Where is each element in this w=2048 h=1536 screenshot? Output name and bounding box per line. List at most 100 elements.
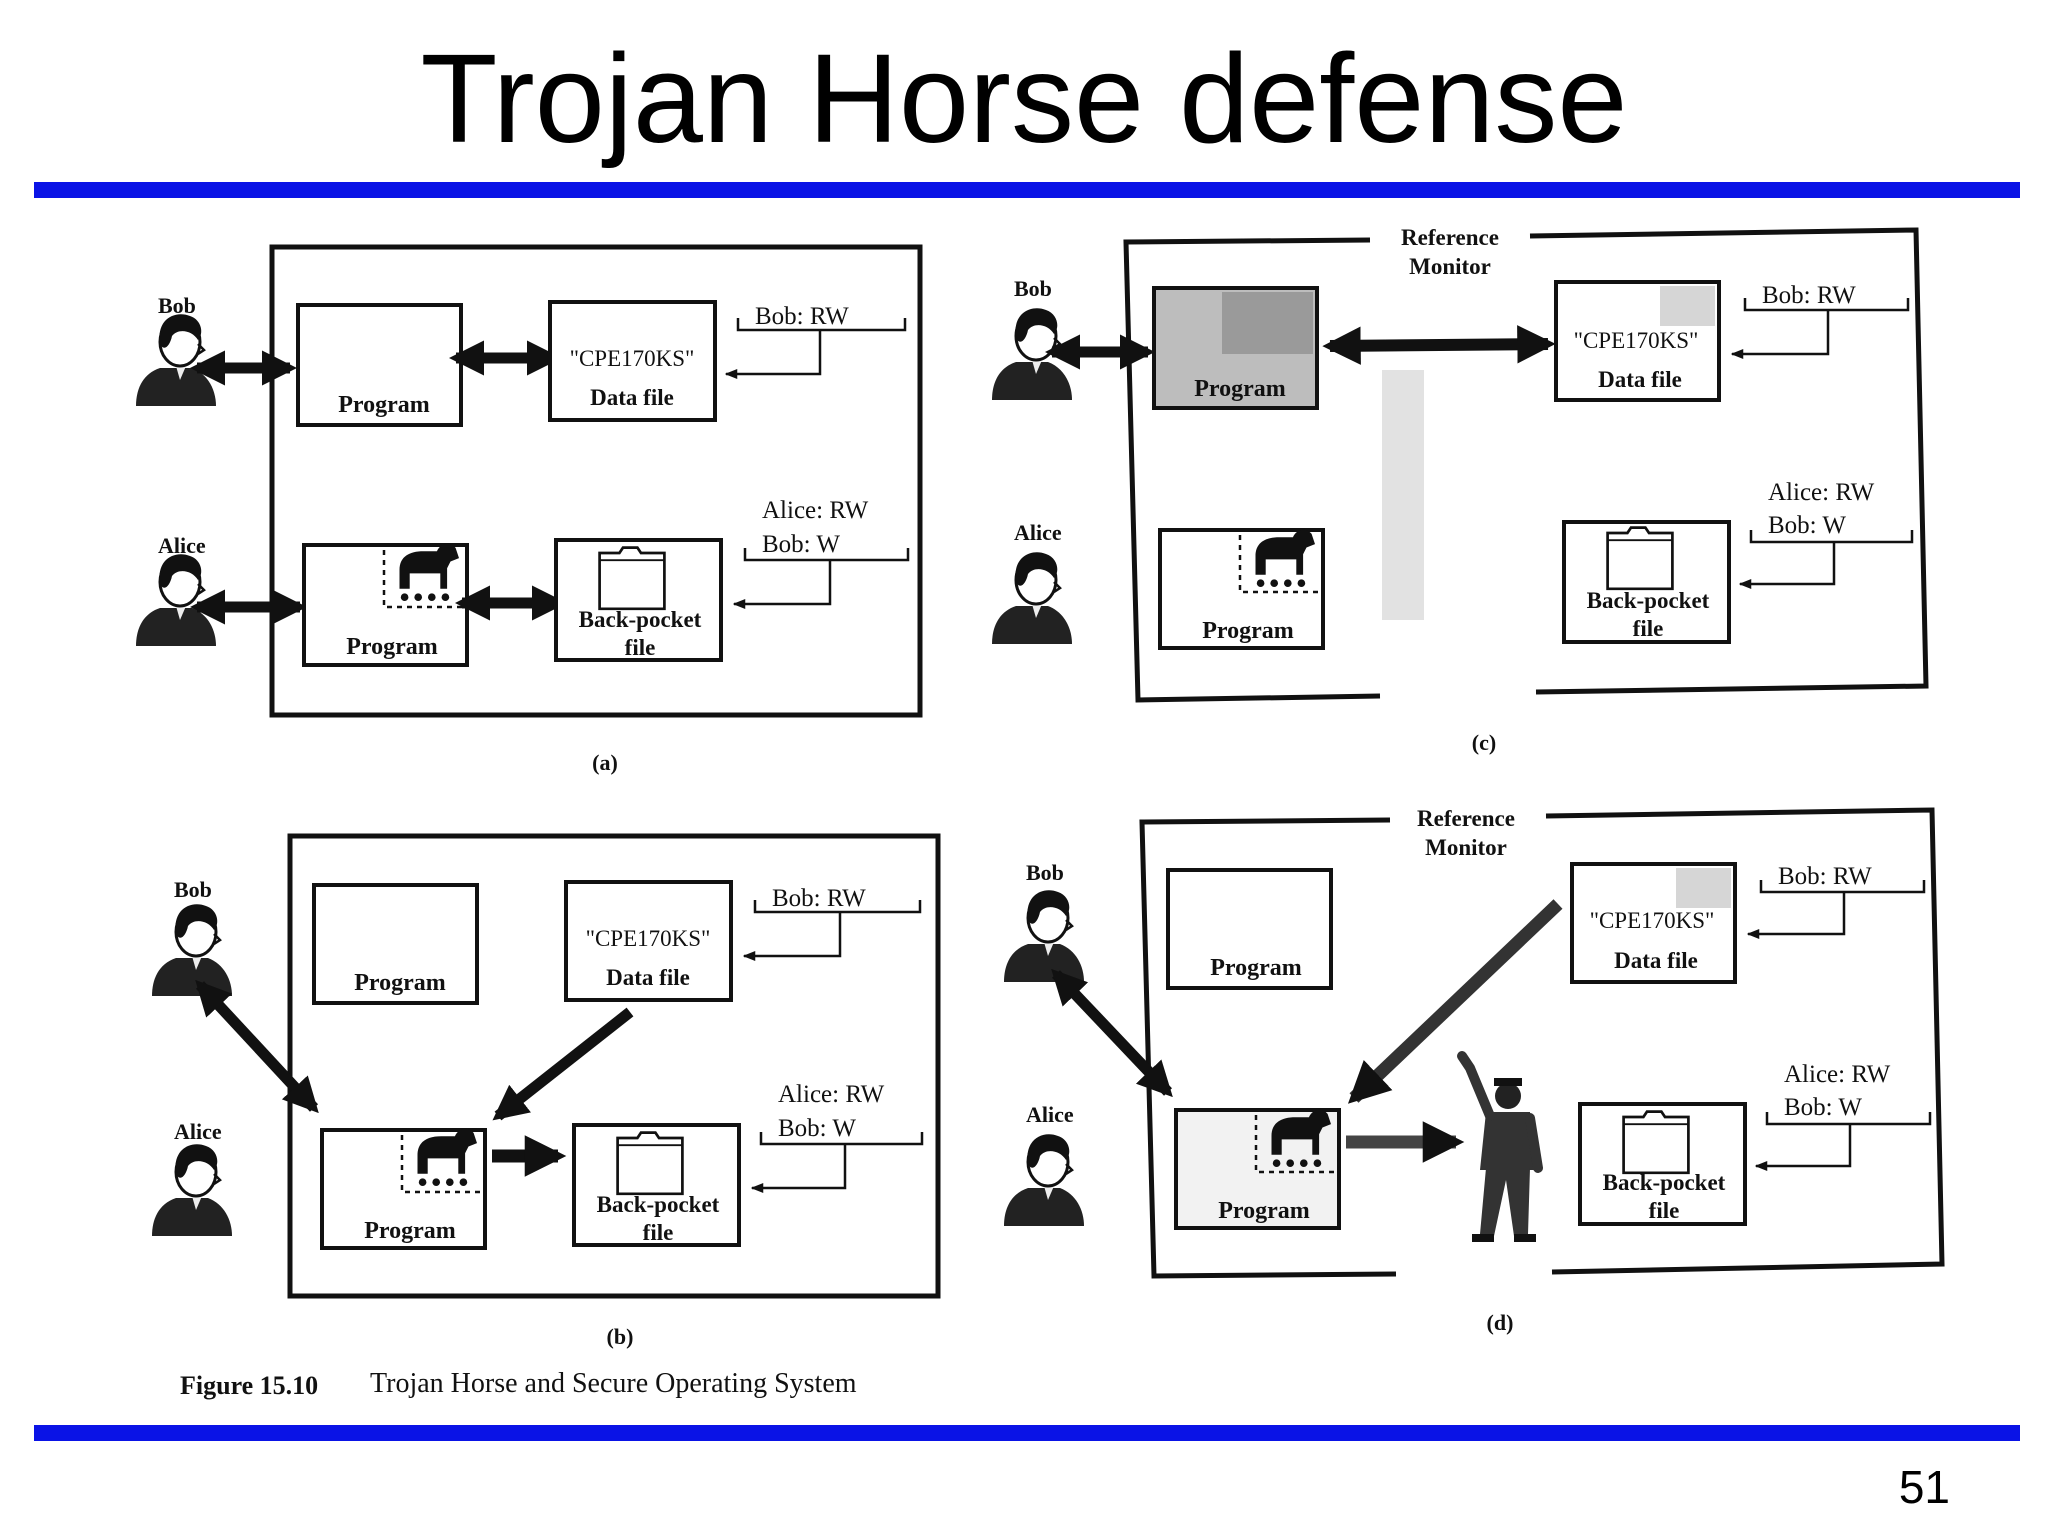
bob-figure: Bob [134,293,218,408]
data-file-box: "CPE170KS" Data file [1570,862,1737,984]
acl-entry: Bob: RW [772,885,866,912]
bob-figure: Bob [150,877,234,998]
panel-label: (d) [1487,1310,1514,1335]
person-icon [990,550,1074,646]
bob-label: Bob [158,293,196,318]
system-boundary [1123,237,1381,703]
person-icon [1002,1132,1086,1228]
data-file-acl: Bob: RW [724,303,907,379]
bottom-rule [34,1425,2020,1441]
back-pocket-acl: Alice: RW Bob: W [750,1081,924,1193]
acl-entry: Bob: RW [1778,863,1872,890]
program-label: Program [1210,955,1302,981]
data-file-name: "CPE170KS" [586,926,711,951]
bob-label: Bob [1026,860,1064,885]
data-file-label: Data file [1598,367,1682,392]
program-box: Program [312,883,479,1005]
acl-entry: Bob: RW [1762,282,1856,309]
acl-entry: Bob: W [1784,1094,1862,1121]
acl-entry: Alice: RW [778,1081,885,1108]
panel-label: (a) [592,750,618,775]
back-pocket-acl: Alice: RW Bob: W [732,497,910,609]
acl-entry: Alice: RW [1768,479,1875,506]
data-file-acl: Bob: RW [742,885,922,961]
back-pocket-label: file [1649,1198,1680,1223]
reference-monitor-label: Monitor [1425,835,1507,860]
program-label: Program [346,634,438,660]
person-icon [134,312,218,408]
acl-entry: Alice: RW [762,497,869,524]
folder-icon [1606,526,1674,591]
person-icon [150,902,234,998]
trojan-program-box: Program [320,1128,487,1250]
reference-monitor-label: Reference [1401,225,1499,250]
program-box: Program [1152,286,1319,410]
folder-icon [598,546,666,611]
slide-title: Trojan Horse defense [420,28,1628,169]
figure-number: Figure 15.10 [180,1371,318,1400]
program-label: Program [364,1218,456,1244]
bob-label: Bob [174,877,212,902]
reference-monitor-label: Monitor [1409,254,1491,279]
alice-program-box: Program [302,543,469,667]
back-pocket-label: file [643,1220,674,1245]
alice-figure: Alice [150,1119,234,1238]
program-label: Program [354,970,446,996]
trojan-program-box: Program [1174,1108,1341,1230]
system-boundary [269,244,923,718]
data-file-name: "CPE170KS" [570,346,695,371]
acl-entry: Bob: RW [755,303,849,330]
bob-program-arrow [1051,968,1173,1098]
person-icon [1002,888,1086,984]
panel-b: Bob Alice Program "CPE170KS" Data file B… [150,833,941,1349]
acl-entry: Bob: W [762,531,840,558]
back-pocket-box: Back-pocket file [1578,1102,1747,1226]
alice-label: Alice [1026,1102,1074,1127]
data-file-label: Data file [606,965,690,990]
back-pocket-label: Back-pocket [597,1192,720,1217]
panel-d: Reference Monitor Bob Alice Program "CPE… [1002,806,1945,1335]
alice-label: Alice [174,1119,222,1144]
program-label: Program [1218,1198,1310,1224]
trojan-program-box: Program [1158,528,1325,650]
back-pocket-box: Back-pocket file [572,1123,741,1247]
back-pocket-acl: Alice: RW Bob: W [1754,1061,1932,1171]
top-rule [34,182,2020,198]
back-pocket-label: Back-pocket [1603,1170,1726,1195]
reference-monitor-label: Reference [1417,806,1515,831]
guard-figure [1457,1051,1543,1242]
program-datafile-arrow [1322,325,1556,365]
guard-icon [1457,1051,1543,1242]
person-icon [134,552,218,648]
acl-entry: Bob: W [778,1115,856,1142]
program-label: Program [1194,376,1286,402]
data-file-label: Data file [1614,948,1698,973]
back-pocket-label: file [1633,616,1664,641]
data-file-name: "CPE170KS" [1574,328,1699,353]
data-file-acl: Bob: RW [1746,863,1926,939]
alice-label: Alice [158,533,206,558]
back-pocket-label: file [625,635,656,660]
bob-figure: Bob [990,276,1074,402]
back-pocket-box: Back-pocket file [554,538,723,662]
acl-entry: Alice: RW [1784,1061,1891,1088]
alice-figure: Alice [990,520,1074,646]
system-boundary [1545,807,1945,1275]
data-file-box: "CPE170KS" Data file [1554,280,1721,402]
alice-figure: Alice [134,533,218,648]
bob-program-box: Program [296,303,463,427]
bob-figure: Bob [1002,860,1086,984]
data-file-box: "CPE170KS" Data file [564,880,733,1002]
alice-figure: Alice [1002,1102,1086,1228]
folder-icon [616,1131,684,1196]
caption-text: Trojan Horse and Secure Operating System [370,1368,857,1399]
datafile-program-arrow [492,1007,634,1121]
back-pocket-acl: Alice: RW Bob: W [1738,479,1914,589]
data-file-acl: Bob: RW [1730,282,1910,359]
back-pocket-label: Back-pocket [579,607,702,632]
bob-label: Bob [1014,276,1052,301]
panel-c: Reference Monitor Bob Alice Program "CPE… [990,225,1929,755]
panel-label: (b) [607,1324,634,1349]
acl-entry: Bob: W [1768,512,1846,539]
